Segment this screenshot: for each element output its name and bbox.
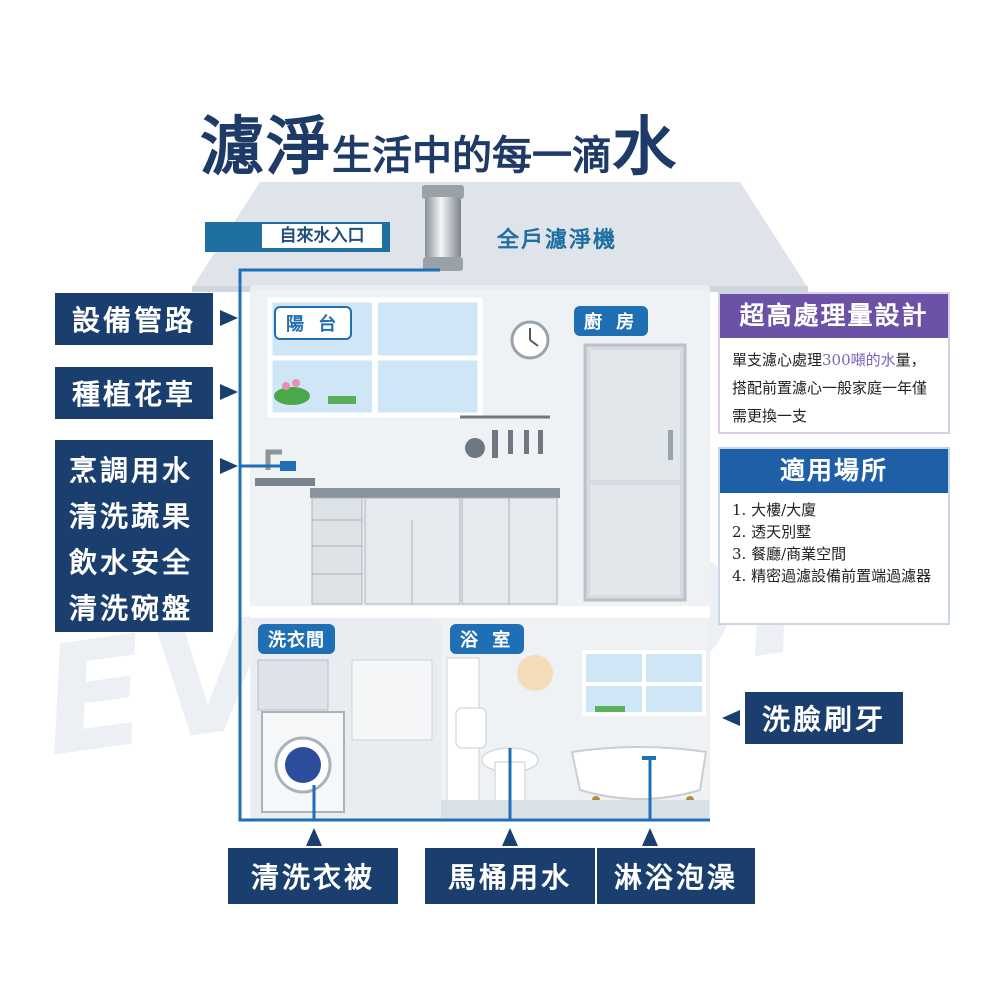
room-tag-kitchen: 廚 房 (574, 306, 649, 336)
capacity-box: 超高處理量設計 單支濾心處理300噸的水量，搭配前置濾心一般家庭一年僅需更換一支 (718, 292, 950, 434)
kitchen-use-item: 清洗碗盤 (69, 592, 194, 625)
label-bath: 淋浴泡澡 (597, 848, 755, 904)
label-toilet: 馬桶用水 (425, 848, 595, 904)
places-item: 3. 餐廳/商業空間 (732, 545, 847, 563)
title-part-1: 濾淨 (200, 110, 332, 185)
kitchen-use-item: 烹調用水 (69, 454, 194, 487)
page-title: 濾淨生活中的每一滴水 (200, 96, 800, 186)
places-item: 4. 精密過濾設備前置端過濾器 (732, 567, 932, 585)
inlet-label: 自來水入口 (262, 224, 382, 248)
capacity-text-c: 量，搭配前置濾心一般家庭一年僅需更換一支 (732, 351, 928, 425)
label-kitchen-uses: 烹調用水 清洗蔬果 飲水安全 清洗碗盤 (55, 440, 213, 632)
machine-label: 全戶濾淨機 (497, 228, 618, 253)
kitchen-use-item: 清洗蔬果 (69, 500, 194, 533)
label-face-wash: 洗臉刷牙 (745, 692, 903, 744)
places-item: 1. 大樓/大廈 (732, 501, 817, 519)
capacity-box-title: 超高處理量設計 (720, 294, 948, 338)
room-tag-bathroom: 浴 室 (450, 624, 525, 654)
title-part-3: 水 (612, 110, 676, 185)
places-box: 適用場所 1. 大樓/大廈 2. 透天別墅 3. 餐廳/商業空間 4. 精密過濾… (718, 447, 950, 625)
capacity-box-text: 單支濾心處理300噸的水量，搭配前置濾心一般家庭一年僅需更換一支 (720, 338, 948, 438)
places-item: 2. 透天別墅 (732, 523, 812, 541)
kitchen-use-item: 飲水安全 (69, 546, 194, 579)
title-part-2: 生活中的每一滴 (332, 132, 612, 179)
capacity-text-b: 300噸的水 (822, 351, 896, 369)
room-tag-laundry: 洗衣間 (258, 624, 335, 654)
places-box-body: 1. 大樓/大廈 2. 透天別墅 3. 餐廳/商業空間 4. 精密過濾設備前置端… (720, 493, 948, 595)
whole-house-filter-icon (422, 185, 464, 271)
label-pipes: 設備管路 (55, 293, 213, 345)
label-laundry: 清洗衣被 (228, 848, 398, 904)
label-plants: 種植花草 (55, 367, 213, 419)
places-list: 1. 大樓/大廈 2. 透天別墅 3. 餐廳/商業空間 4. 精密過濾設備前置端… (732, 499, 936, 587)
room-tag-balcony: 陽 台 (274, 306, 353, 340)
places-box-title: 適用場所 (720, 449, 948, 493)
capacity-text-a: 單支濾心處理 (732, 351, 823, 369)
